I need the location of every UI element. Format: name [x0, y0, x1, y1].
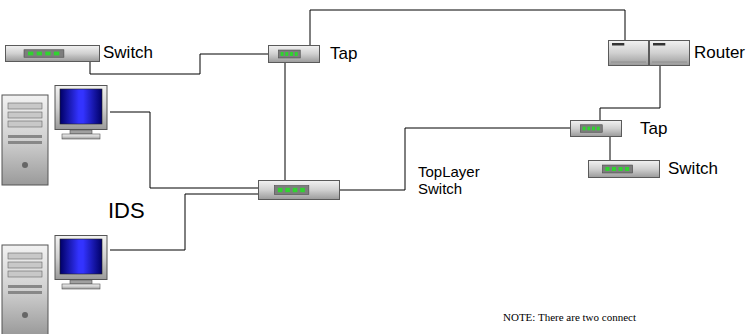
switch-device: TopLayer Switch	[258, 180, 340, 200]
device-label: Switch	[103, 43, 198, 63]
network-link	[110, 112, 258, 188]
switch-device: Switch	[588, 160, 660, 178]
network-link	[310, 10, 625, 45]
device-label: Tap	[330, 44, 382, 64]
tap-device: Tap	[570, 120, 622, 137]
computer-icons	[0, 85, 110, 334]
device-label: Tap	[640, 119, 692, 139]
network-link	[600, 66, 660, 120]
ids-group: IDS	[0, 85, 110, 334]
device-label: TopLayer Switch	[418, 163, 498, 197]
device-label: Switch	[668, 159, 740, 179]
network-link	[610, 137, 611, 160]
switch-icon	[588, 160, 660, 178]
router-device: Router	[608, 40, 690, 66]
tap-device: Tap	[268, 45, 320, 63]
switch-icon	[258, 180, 340, 200]
switch-icon	[5, 45, 100, 62]
switch-device: Switch	[5, 45, 100, 62]
device-label: IDS	[108, 198, 218, 224]
tap-icon	[268, 45, 320, 63]
network-link	[285, 63, 286, 180]
router-icon	[608, 40, 690, 66]
device-label: Router	[694, 43, 748, 63]
note-text: NOTE: There are two connect	[503, 311, 636, 323]
tap-icon	[570, 120, 622, 137]
